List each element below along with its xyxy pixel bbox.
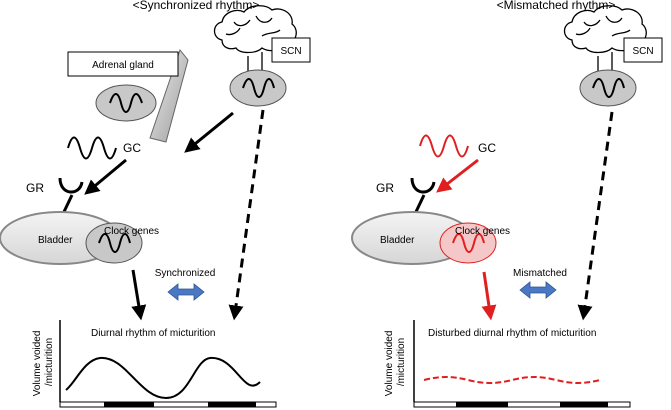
bladder-to-plot-arrow <box>481 271 497 321</box>
double-arrow-icon <box>519 281 557 299</box>
bladder-clock-oval <box>439 222 497 264</box>
y-axis-label-line2: /micturition <box>396 338 407 386</box>
scn-clock-oval <box>229 69 287 107</box>
brain-icon <box>213 5 297 72</box>
scn-label: SCN <box>632 46 653 57</box>
adrenal-clock-oval <box>95 84 157 122</box>
bladder-to-plot-arrow <box>131 269 147 321</box>
panel-title: <Mismatched rhythm> <box>497 0 616 12</box>
gc-to-receptor-arrow <box>84 158 127 195</box>
y-axis-label-line1: Volume voided <box>32 331 43 397</box>
y-axis-label-line2: /micturition <box>44 338 55 386</box>
disturbed-rhythm-curve <box>423 376 601 384</box>
adrenal-label: Adrenal gland <box>92 60 154 71</box>
gr-label: GR <box>376 181 394 195</box>
scn-label-box <box>271 37 311 63</box>
panel-title: <Synchronized rhythm> <box>133 0 260 12</box>
plot-title: Disturbed diurnal rhythm of micturition <box>428 328 596 339</box>
gc-to-receptor-arrow <box>436 158 479 193</box>
gr-label: GR <box>26 181 44 195</box>
sine-wave-icon <box>242 78 275 98</box>
gc-wave-icon <box>419 134 469 158</box>
bladder-label: Bladder <box>38 235 73 246</box>
scn-label: SCN <box>280 46 301 57</box>
panel-mismatched: <Mismatched rhythm> SCN GC GR Bladder Cl… <box>351 0 663 408</box>
scn-label-box <box>623 37 663 63</box>
scn-to-plot-dashed-arrow <box>577 111 614 321</box>
gr-receptor-icon <box>410 177 436 194</box>
scn-clock-oval <box>579 69 637 107</box>
relation-label: Mismatched <box>513 268 567 279</box>
double-arrow-icon <box>167 283 205 301</box>
sine-wave-icon <box>452 233 485 253</box>
sine-wave-icon <box>109 93 143 113</box>
panel-synchronized: <Synchronized rhythm> SCN Adrenal gland … <box>0 0 311 408</box>
y-axis-label: Volume voided /micturition <box>32 328 55 396</box>
bladder-label: Bladder <box>380 235 415 246</box>
clock-genes-label: Clock genes <box>104 226 159 237</box>
bladder-clock-oval <box>85 222 143 264</box>
adrenal-label-box <box>67 51 179 77</box>
sine-wave-icon <box>98 233 131 253</box>
relation-label: Synchronized <box>155 268 216 279</box>
scn-to-plot-dashed-arrow <box>228 109 265 321</box>
clock-genes-label: Clock genes <box>455 226 510 237</box>
scn-to-adrenal-arrow <box>184 111 234 153</box>
light-dark-bar <box>413 401 631 408</box>
diurnal-rhythm-curve <box>65 356 261 400</box>
gc-label: GC <box>478 141 496 155</box>
brain-icon <box>563 5 647 72</box>
y-axis-label-line1: Volume voided <box>384 331 395 397</box>
plot-title: Diurnal rhythm of micturition <box>91 328 215 339</box>
gc-label: GC <box>123 141 141 155</box>
light-dark-bar <box>59 401 277 408</box>
y-axis-label: Volume voided /micturition <box>384 328 407 396</box>
gr-receptor-icon <box>58 177 84 194</box>
gc-wave-icon <box>67 136 117 160</box>
sine-wave-icon <box>592 78 625 98</box>
